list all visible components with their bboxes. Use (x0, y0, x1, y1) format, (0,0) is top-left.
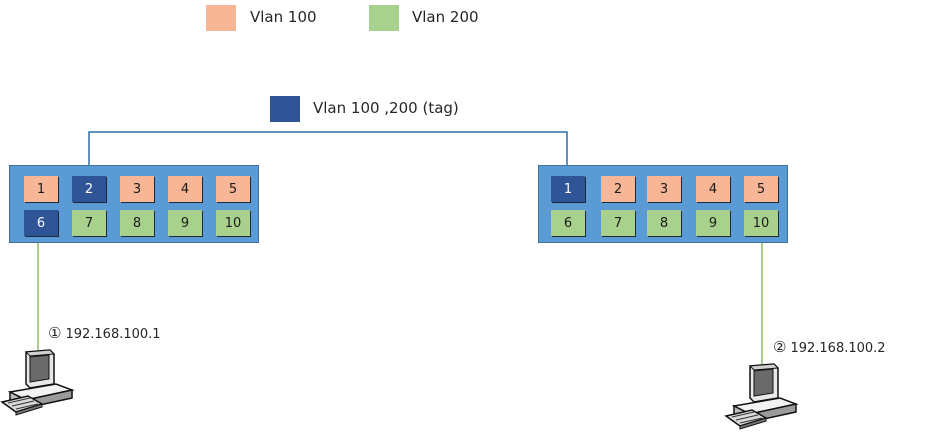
port[interactable]: 5 (744, 176, 778, 202)
computer-icon[interactable] (0, 348, 80, 418)
legend-swatch-vlan200 (369, 5, 399, 31)
port[interactable]: 9 (696, 210, 730, 236)
port[interactable]: 10 (216, 210, 250, 236)
port[interactable]: 6 (24, 210, 58, 236)
port[interactable]: 7 (72, 210, 106, 236)
switch-right: 1 2 3 4 5 6 7 8 9 10 (538, 165, 788, 243)
trunk-link (88, 131, 568, 176)
port[interactable]: 6 (551, 210, 585, 236)
port[interactable]: 1 (551, 176, 585, 202)
host-2-ip: 192.168.100.2 (790, 341, 886, 356)
port[interactable]: 1 (24, 176, 58, 202)
port[interactable]: 9 (168, 210, 202, 236)
legend-swatch-tag (270, 96, 300, 122)
host-1-ip: 192.168.100.1 (65, 327, 161, 342)
host-1-marker: ① (48, 324, 62, 342)
port[interactable]: 3 (120, 176, 154, 202)
port[interactable]: 2 (72, 176, 106, 202)
port[interactable]: 5 (216, 176, 250, 202)
port[interactable]: 10 (744, 210, 778, 236)
port[interactable]: 8 (120, 210, 154, 236)
port[interactable]: 2 (601, 176, 635, 202)
legend-swatch-vlan100 (206, 5, 236, 31)
port[interactable]: 3 (647, 176, 681, 202)
legend-label-tag: Vlan 100 ,200 (tag) (313, 99, 459, 117)
switch-left: 1 2 3 4 5 6 7 8 9 10 (9, 165, 259, 243)
host-2-marker: ② (773, 338, 787, 356)
computer-icon[interactable] (724, 362, 804, 432)
legend-label-vlan200: Vlan 200 (412, 8, 479, 26)
port[interactable]: 7 (601, 210, 635, 236)
port[interactable]: 4 (168, 176, 202, 202)
port[interactable]: 8 (647, 210, 681, 236)
legend-label-vlan100: Vlan 100 (250, 8, 317, 26)
port[interactable]: 4 (696, 176, 730, 202)
